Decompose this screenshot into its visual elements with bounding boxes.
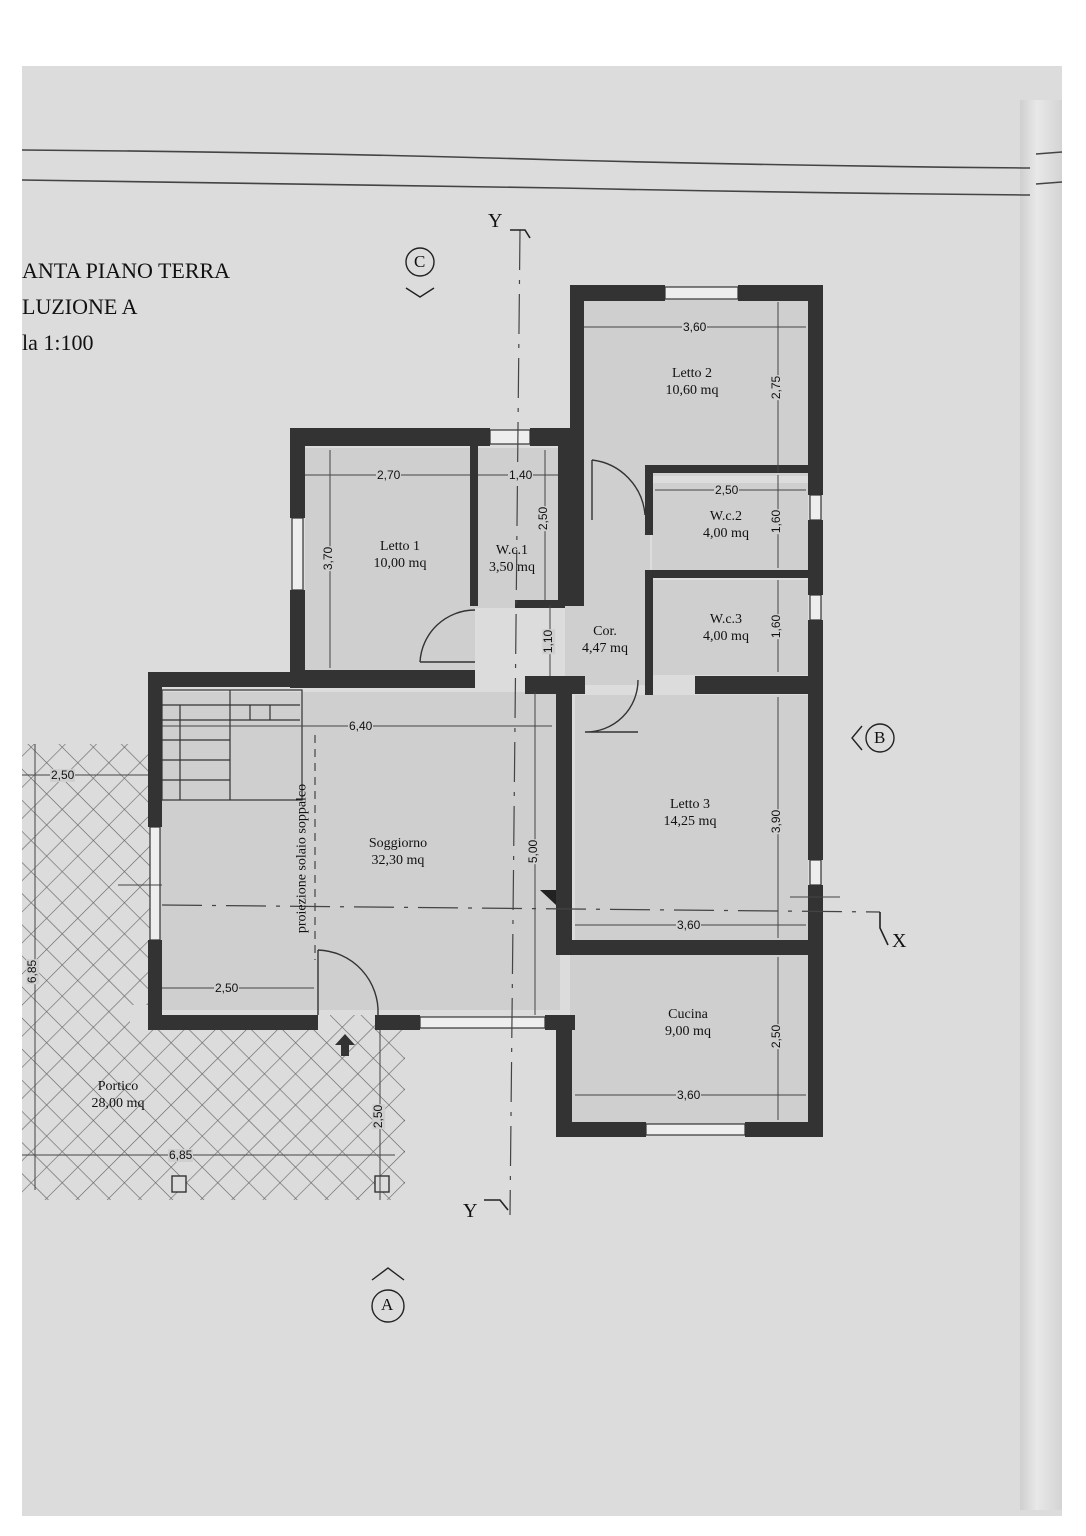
plan-title-line1: ANTA PIANO TERRA: [22, 258, 231, 283]
room-letto2: Letto 2 10,60 mq: [666, 365, 719, 399]
room-portico: Portico 28,00 mq: [92, 1078, 145, 1112]
room-cucina-name: Cucina: [668, 1007, 708, 1022]
dim-wc3-height: 1,60: [769, 613, 784, 640]
room-wc2-area: 4,00 mq: [703, 526, 749, 541]
plan-title-line2: LUZIONE A: [22, 294, 138, 319]
section-axis-marks: [484, 229, 889, 1211]
room-corridor-area: 4,47 mq: [582, 641, 628, 656]
dim-wc1-height: 2,50: [536, 505, 551, 532]
room-letto1-area: 10,00 mq: [373, 556, 427, 571]
section-marker-b: B: [874, 728, 886, 747]
sheet-border-lines: [21, 149, 1063, 196]
dim-letto3-height: 3,90: [769, 808, 784, 835]
room-corridor-name: Cor.: [593, 624, 617, 639]
dim-wc1-width: 1,40: [508, 468, 534, 482]
dim-wc2-width: 2,50: [714, 483, 740, 497]
dim-portico-height: 6,85: [25, 958, 40, 985]
section-marker-c: C: [414, 252, 426, 271]
axis-x-label: X: [892, 930, 907, 952]
room-wc1-name: W.c.1: [495, 543, 529, 558]
dim-wc2-height: 1,60: [769, 508, 784, 535]
dim-corridor-height: 1,10: [541, 628, 556, 655]
dim-letto1-height: 3,70: [321, 545, 336, 572]
door-swings: [317, 459, 646, 1016]
room-letto2-name: Letto 2: [671, 366, 713, 381]
room-letto1-name: Letto 1: [379, 539, 421, 554]
room-wc3-name: W.c.3: [709, 612, 743, 627]
room-cucina: Cucina 9,00 mq: [665, 1006, 711, 1040]
room-wc2: W.c.2 4,00 mq: [703, 508, 749, 542]
section-markers: [371, 247, 895, 1323]
room-portico-name: Portico: [97, 1079, 139, 1094]
dim-cucina-width: 3,60: [676, 1088, 702, 1102]
dim-letto2-width: 3,60: [682, 320, 708, 334]
room-portico-area: 28,00 mq: [91, 1096, 145, 1111]
room-wc1-area: 3,50 mq: [489, 560, 535, 575]
room-wc1: W.c.1 3,50 mq: [489, 542, 535, 576]
section-marker-a: A: [381, 1295, 394, 1314]
room-letto3: Letto 3 14,25 mq: [664, 796, 717, 830]
walls: [148, 285, 823, 1137]
portico-area: [22, 744, 405, 1200]
dim-letto3-width: 3,60: [676, 918, 702, 932]
entrance-arrow: [335, 1034, 355, 1056]
dim-portico-right: 2,50: [371, 1103, 386, 1130]
room-cucina-area: 9,00 mq: [665, 1024, 711, 1039]
dim-soggiorno-width: 6,40: [348, 719, 374, 733]
room-soggiorno-area: 32,30 mq: [371, 853, 425, 868]
plan-scale: la 1:100: [22, 330, 94, 355]
dim-portico-width: 6,85: [168, 1148, 194, 1162]
dim-cucina-height: 2,50: [769, 1023, 784, 1050]
room-letto3-name: Letto 3: [669, 797, 711, 812]
dim-soggiorno-height: 5,00: [526, 838, 541, 865]
room-letto2-area: 10,60 mq: [665, 383, 719, 398]
section-lines: [161, 229, 881, 1216]
room-wc3: W.c.3 4,00 mq: [703, 611, 749, 645]
dim-letto2-height: 2,75: [769, 374, 784, 401]
room-wc2-name: W.c.2: [709, 509, 743, 524]
windows: [149, 286, 822, 1136]
axis-y-bottom-label: Y: [463, 1200, 478, 1222]
room-fills: [160, 300, 808, 1125]
paper-curl-edge: [1020, 100, 1062, 1510]
room-letto1: Letto 1 10,00 mq: [374, 538, 427, 572]
mezzanine-projection-label: proiezione solaio soppalco: [294, 783, 310, 934]
room-soggiorno: Soggiorno 32,30 mq: [369, 835, 427, 869]
room-corridor: Cor. 4,47 mq: [582, 623, 628, 657]
dim-portico-top: 2,50: [50, 768, 76, 782]
room-soggiorno-name: Soggiorno: [368, 836, 428, 851]
dim-soggiorno-bottom: 2,50: [214, 981, 240, 995]
room-letto3-area: 14,25 mq: [663, 814, 717, 829]
section-point-marker: [540, 890, 556, 905]
axis-y-top-label: Y: [488, 210, 503, 232]
dim-letto1-width: 2,70: [376, 468, 402, 482]
room-wc3-area: 4,00 mq: [703, 629, 749, 644]
